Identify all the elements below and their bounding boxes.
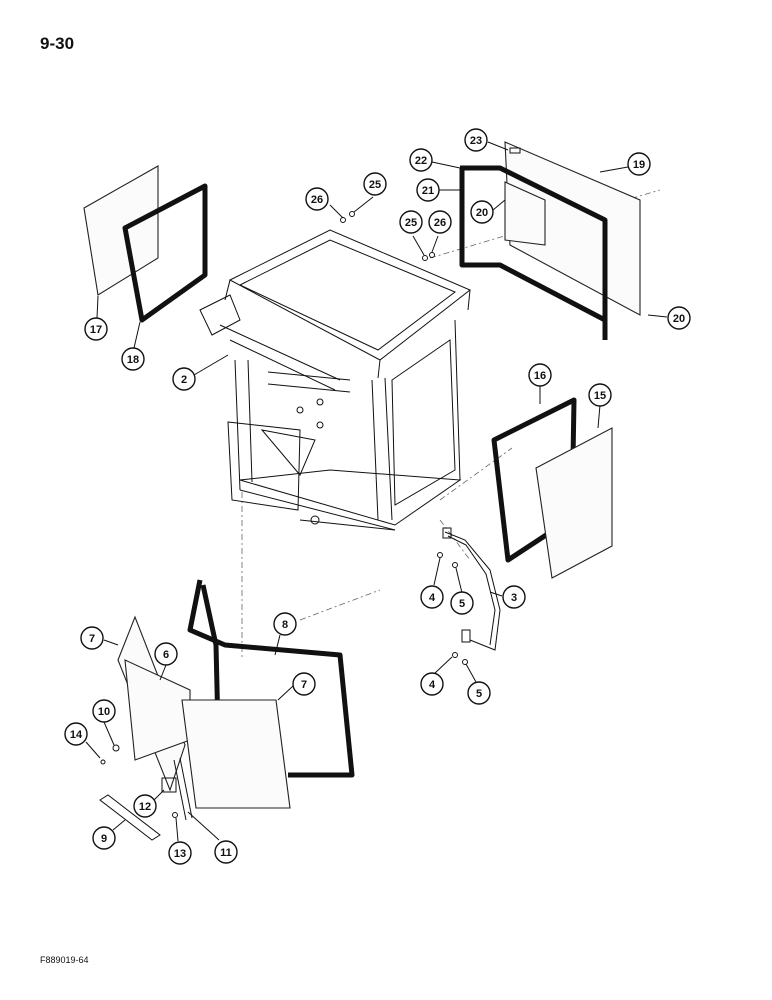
callout-22: 22 xyxy=(409,148,433,172)
svg-text:2: 2 xyxy=(181,374,187,386)
callout-14: 14 xyxy=(64,722,88,746)
leader-lines xyxy=(85,141,668,842)
callout-10: 10 xyxy=(92,699,116,723)
svg-text:10: 10 xyxy=(98,706,110,718)
svg-text:7: 7 xyxy=(301,679,307,691)
callout-15: 15 xyxy=(588,383,612,407)
part-10-hardware xyxy=(100,744,178,818)
part-7-glass-right xyxy=(181,699,291,809)
callout-26: 26 xyxy=(305,187,329,211)
callout-3: 3 xyxy=(502,585,526,609)
svg-text:19: 19 xyxy=(633,159,645,171)
callout-23: 23 xyxy=(464,128,488,152)
callout-18: 18 xyxy=(121,347,145,371)
callout-26-right: 26 xyxy=(428,210,452,234)
callout-4-lower: 4 xyxy=(420,672,444,696)
callout-11: 11 xyxy=(214,840,238,864)
callout-12: 12 xyxy=(133,794,157,818)
callout-21: 21 xyxy=(416,178,440,202)
svg-text:26: 26 xyxy=(434,217,446,229)
svg-text:7: 7 xyxy=(89,633,95,645)
callout-17: 17 xyxy=(84,317,108,341)
part-15-glass xyxy=(535,427,613,579)
part-23-clip xyxy=(509,147,521,154)
callout-2: 2 xyxy=(172,367,196,391)
callout-7: 7 xyxy=(80,626,104,650)
svg-text:13: 13 xyxy=(174,848,186,860)
part-11-bar xyxy=(173,757,193,821)
svg-text:6: 6 xyxy=(163,649,169,661)
callout-7-right: 7 xyxy=(292,672,316,696)
svg-text:11: 11 xyxy=(220,847,232,859)
svg-text:25: 25 xyxy=(405,217,417,229)
part-12-bracket xyxy=(161,777,177,793)
callout-19: 19 xyxy=(627,152,651,176)
svg-text:12: 12 xyxy=(139,801,151,813)
part-18-seal xyxy=(122,183,208,323)
svg-text:20: 20 xyxy=(476,207,488,219)
svg-text:14: 14 xyxy=(70,729,83,741)
svg-text:23: 23 xyxy=(470,135,482,147)
callout-4: 4 xyxy=(420,585,444,609)
callout-8: 8 xyxy=(273,612,297,636)
svg-text:26: 26 xyxy=(311,194,323,206)
part-9-strip xyxy=(99,794,161,841)
part-2-cab-frame xyxy=(199,229,471,531)
part-20-inner-glass xyxy=(504,181,546,246)
svg-text:22: 22 xyxy=(415,155,427,167)
callout-20: 20 xyxy=(470,200,494,224)
callout-5-lower: 5 xyxy=(467,681,491,705)
svg-text:4: 4 xyxy=(429,592,436,604)
part-17-glass xyxy=(83,165,159,296)
svg-text:4: 4 xyxy=(429,679,436,691)
svg-text:15: 15 xyxy=(594,390,606,402)
svg-text:20: 20 xyxy=(673,313,685,325)
part-21-seal xyxy=(459,165,608,340)
callout-13: 13 xyxy=(168,841,192,865)
page-number: 9-30 xyxy=(40,34,75,53)
svg-text:18: 18 xyxy=(127,354,139,366)
svg-text:17: 17 xyxy=(90,324,102,336)
svg-text:21: 21 xyxy=(422,185,434,197)
callout-25: 25 xyxy=(363,172,387,196)
callout-25-right: 25 xyxy=(399,210,423,234)
svg-text:5: 5 xyxy=(476,688,482,700)
svg-text:3: 3 xyxy=(511,592,517,604)
callout-20-right: 20 xyxy=(667,306,691,330)
part-3-strut xyxy=(437,527,501,665)
callout-9: 9 xyxy=(92,826,116,850)
callout-5: 5 xyxy=(450,591,474,615)
callout-6: 6 xyxy=(154,642,178,666)
svg-text:8: 8 xyxy=(282,619,288,631)
callout-16: 16 xyxy=(528,363,552,387)
svg-text:25: 25 xyxy=(369,179,381,191)
svg-text:9: 9 xyxy=(101,833,107,845)
svg-text:5: 5 xyxy=(459,598,465,610)
figure-code: F889019-64 xyxy=(40,955,89,965)
svg-text:16: 16 xyxy=(534,370,546,382)
